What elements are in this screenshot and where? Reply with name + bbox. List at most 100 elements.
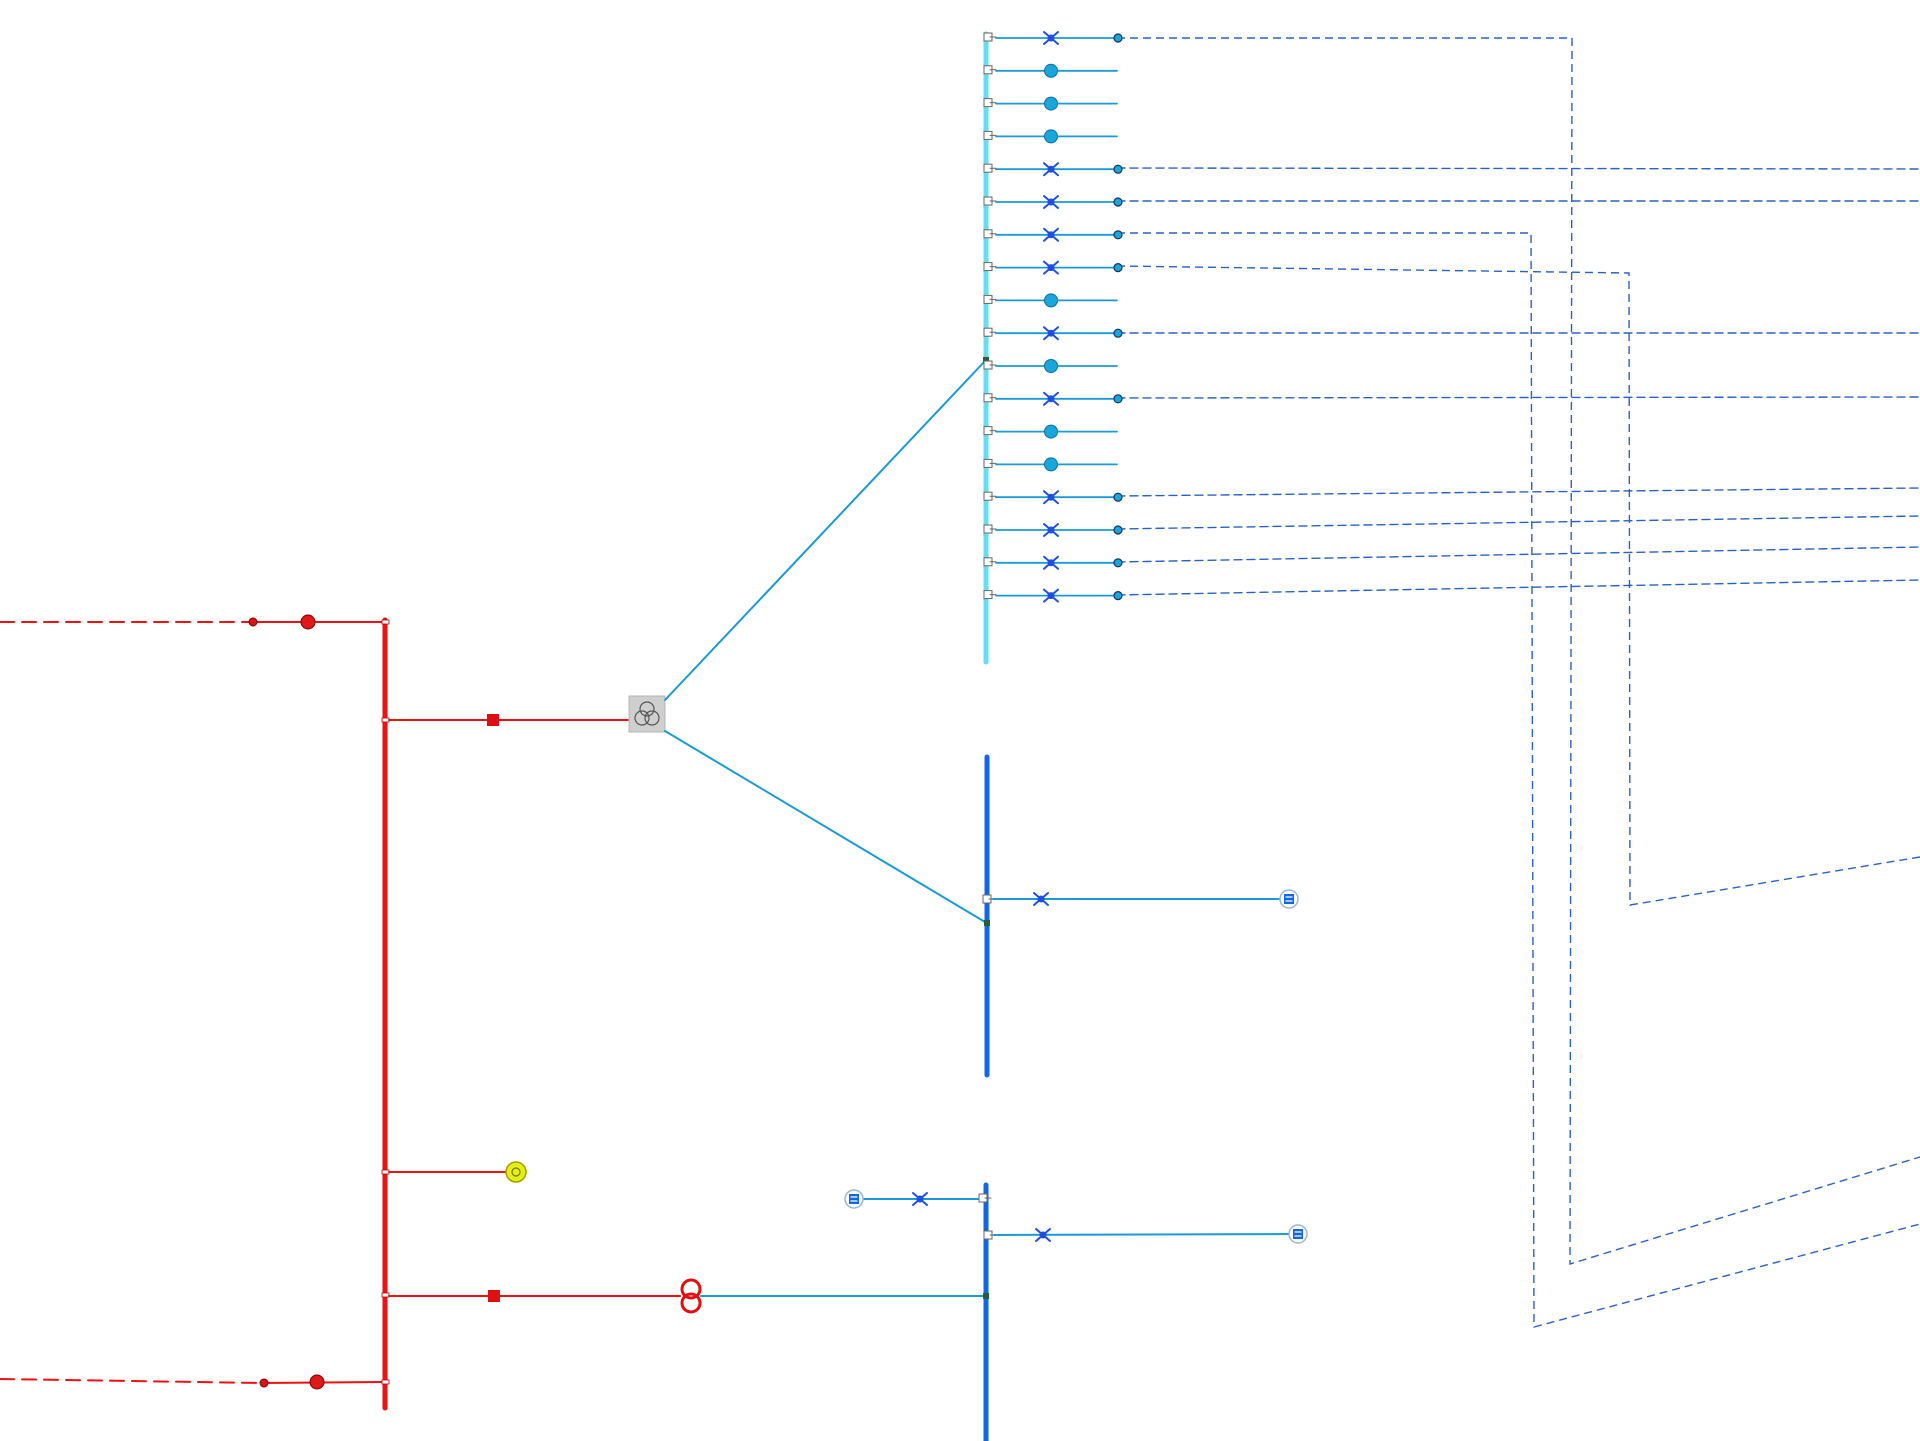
feeder-row[interactable] <box>983 96 1118 111</box>
feeder-end-node[interactable] <box>1113 263 1123 273</box>
transformer-tertiary-line <box>664 730 986 923</box>
feeder-end-node[interactable] <box>1113 525 1123 535</box>
breaker-icon[interactable] <box>912 1192 928 1206</box>
hv-node-large[interactable] <box>309 1374 325 1390</box>
breaker-icon[interactable] <box>1043 195 1059 209</box>
feeder-end-node[interactable] <box>1113 590 1123 601</box>
dashed-link-10 <box>1116 546 1920 563</box>
feeder-row[interactable] <box>983 391 1123 406</box>
winding-primary <box>680 1278 702 1300</box>
hv-node-small[interactable] <box>248 617 258 627</box>
feeder-terminal <box>983 393 997 403</box>
feeder-row[interactable] <box>983 63 1118 78</box>
transformer-secondary-line <box>664 360 986 701</box>
feeder-row[interactable] <box>983 588 1123 603</box>
feeder-row[interactable] <box>983 227 1123 242</box>
hv-node-small[interactable] <box>259 1378 269 1388</box>
feeder-row[interactable] <box>983 359 1118 373</box>
hv-bus-terminal <box>381 619 390 625</box>
breaker-icon[interactable] <box>1043 31 1059 45</box>
hv-bus-terminal <box>381 717 390 723</box>
breaker-core <box>1047 231 1055 239</box>
load-core <box>1293 1229 1303 1239</box>
breaker-icon[interactable] <box>1043 326 1059 341</box>
open-switch-node[interactable] <box>1044 63 1058 78</box>
feeder-terminal <box>983 130 997 140</box>
open-switch-node[interactable] <box>1044 457 1058 472</box>
open-switch-node[interactable] <box>1044 359 1058 373</box>
feeder-row[interactable] <box>983 555 1123 570</box>
feeder-row[interactable] <box>983 129 1118 144</box>
dashed-link-5 <box>1116 265 1920 906</box>
open-switch-node[interactable] <box>1044 293 1058 308</box>
hv-bus-terminal <box>381 1169 390 1175</box>
feeder-terminal <box>983 458 997 468</box>
open-switch-node[interactable] <box>1044 129 1058 144</box>
hv-breaker-icon[interactable] <box>487 714 499 726</box>
feeder-end-node[interactable] <box>1113 492 1123 502</box>
feeder-terminal <box>983 196 997 206</box>
breaker-core <box>1047 395 1055 403</box>
load-core <box>1284 894 1294 904</box>
breaker-icon[interactable] <box>1043 555 1059 570</box>
mv-bus-terminal <box>978 1193 992 1203</box>
feeder-end-node[interactable] <box>1113 394 1123 404</box>
feeder-row[interactable] <box>983 424 1118 439</box>
breaker-icon[interactable] <box>1043 391 1059 406</box>
hv-node-large[interactable] <box>300 614 316 630</box>
feeder-row[interactable] <box>983 326 1123 341</box>
breaker-core <box>1047 592 1055 600</box>
two-winding-transformer-icon[interactable] <box>680 1278 702 1314</box>
breaker-icon[interactable] <box>1043 588 1059 603</box>
load-icon[interactable] <box>1288 1224 1308 1244</box>
feeder-terminal <box>983 294 997 304</box>
open-switch-node[interactable] <box>1044 424 1058 439</box>
feeder-end-node[interactable] <box>1113 328 1123 338</box>
load-icon[interactable] <box>844 1189 864 1209</box>
incoming-line-bottom <box>0 1378 263 1384</box>
breaker-icon[interactable] <box>1043 227 1059 242</box>
breaker-icon[interactable] <box>1043 162 1059 177</box>
feeder-terminal <box>983 524 997 534</box>
feeder-row[interactable] <box>983 293 1118 308</box>
breaker-icon[interactable] <box>1033 892 1049 906</box>
three-winding-transformer-icon[interactable] <box>628 695 666 733</box>
generator-ring <box>505 1161 527 1183</box>
feeder-row[interactable] <box>983 31 1123 45</box>
breaker-icon[interactable] <box>1035 1228 1051 1242</box>
hv-breaker-icon[interactable] <box>488 1290 500 1302</box>
generator-icon[interactable] <box>505 1161 527 1183</box>
feeder-terminal <box>983 491 997 501</box>
dashed-link-8 <box>1116 487 1920 497</box>
hv-bus-terminal <box>381 1379 390 1385</box>
feeder-row[interactable] <box>983 162 1123 177</box>
winding-a <box>639 701 655 717</box>
dashed-link-9 <box>1116 515 1920 530</box>
feeder-terminal <box>983 360 997 370</box>
breaker-icon[interactable] <box>1043 260 1059 275</box>
feeder-end-node[interactable] <box>1113 197 1123 207</box>
transformer-box <box>628 695 666 733</box>
feeder-row[interactable] <box>983 457 1118 472</box>
mv-bus-connection <box>983 1293 989 1299</box>
breaker-core <box>1047 34 1055 42</box>
breaker-core <box>1047 264 1055 272</box>
hv-bus-terminal <box>381 1292 390 1298</box>
feeder-row[interactable] <box>983 490 1123 505</box>
feeder-end-node[interactable] <box>1113 558 1123 568</box>
feeder-row[interactable] <box>983 195 1123 209</box>
breaker-icon[interactable] <box>1043 523 1059 537</box>
open-switch-node[interactable] <box>1044 96 1058 111</box>
feeder-end-node[interactable] <box>1113 164 1123 174</box>
feeder-row[interactable] <box>983 523 1123 537</box>
feeder-terminal <box>983 98 997 108</box>
breaker-icon[interactable] <box>1043 490 1059 505</box>
feeder-row[interactable] <box>983 260 1123 275</box>
dashed-links-layer <box>1116 37 1920 1328</box>
feeder-terminal <box>983 262 997 272</box>
mv-feeder-load-lower <box>993 1233 1298 1236</box>
feeder-end-node[interactable] <box>1113 230 1123 240</box>
feeder-end-node[interactable] <box>1113 33 1123 43</box>
load-icon[interactable] <box>1279 889 1299 909</box>
